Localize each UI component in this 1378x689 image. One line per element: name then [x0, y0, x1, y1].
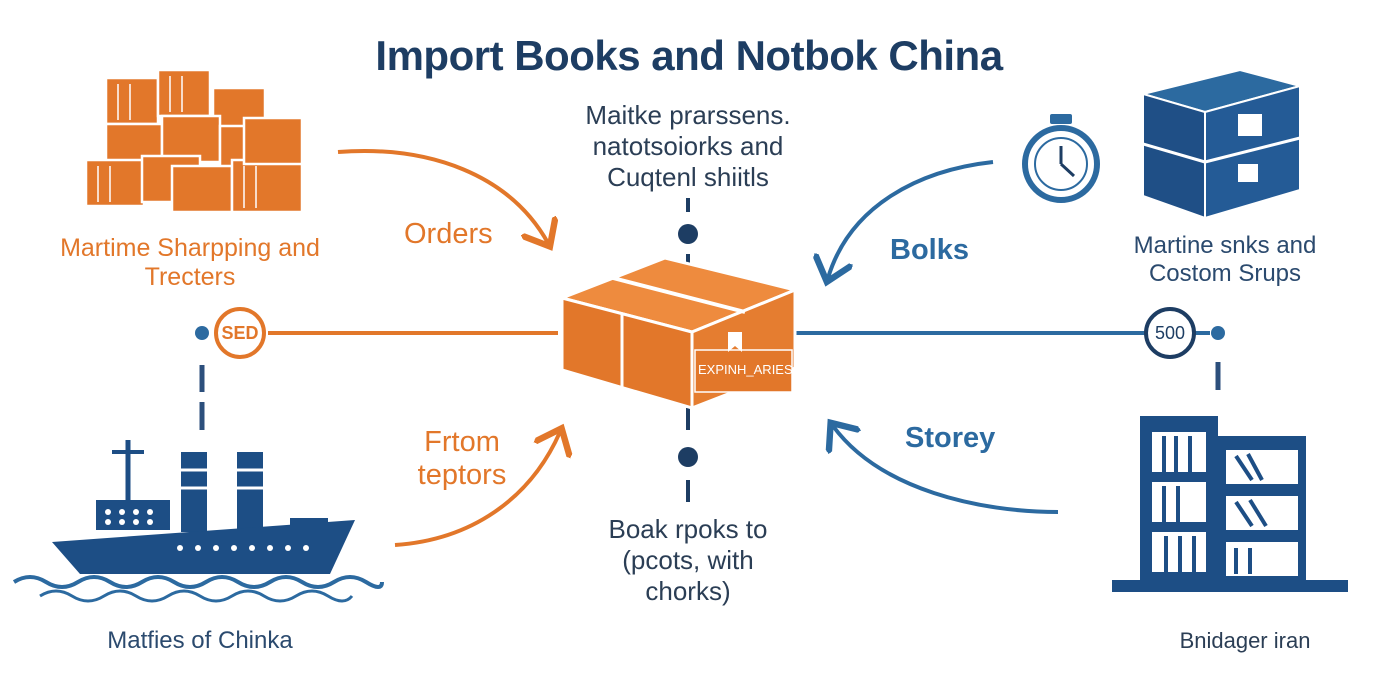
bottom-center-line-3: chorks) — [645, 576, 731, 607]
center-bottom-connector — [678, 408, 698, 502]
box-label: EXPINH_ARIES — [698, 362, 793, 377]
orders-arrow — [337, 149, 548, 243]
stacked-crates-icon — [84, 68, 304, 214]
right-top-caption-line-1: Martine snks and — [1133, 232, 1317, 259]
top-center-line-3: Cuqtenl shiitls — [607, 162, 769, 193]
package-box-icon — [557, 256, 800, 411]
bottom-center-line-1: Boak rpoks to — [608, 514, 768, 544]
left-top-caption-line-1: Martime Sharpping and — [60, 234, 320, 262]
crate-slats — [97, 76, 257, 208]
page-title: Import Books and Notbok China — [375, 32, 1003, 79]
bottom-center-text: Boak rpoks to (pcots, with chorks) — [548, 514, 828, 608]
stopwatch-icon — [1022, 114, 1100, 203]
left-top-caption-line-2: Trecters — [144, 262, 236, 291]
from-teptors-line-1: Frtom — [424, 426, 500, 458]
top-center-line-1: Maitke prarssens. — [585, 100, 791, 130]
left-bottom-caption: Matfies of Chinka — [107, 627, 293, 654]
right-bottom-caption: Bnidager iran — [1179, 628, 1311, 653]
cargo-ship-icon — [12, 440, 384, 603]
right-badge-text: 500 — [1154, 323, 1186, 343]
storey-arrow — [833, 426, 1059, 514]
from-teptors-line-2: teptors — [417, 459, 507, 492]
bolks-label: Bolks — [890, 234, 969, 266]
bookshelf-building-icon — [1112, 416, 1348, 592]
left-badge-text: SED — [221, 323, 259, 343]
right-top-caption-line-2: Costom Srups — [1148, 259, 1302, 287]
right-badge — [1144, 307, 1196, 359]
from-teptors-label: Frtom teptors — [392, 426, 532, 493]
from-teptors-arrow — [394, 432, 560, 547]
orders-label: Orders — [404, 218, 493, 250]
right-badge-dot — [1211, 326, 1225, 340]
top-center-line-2: natotsoiorks and — [592, 131, 784, 162]
left-dashed-connector — [195, 326, 209, 430]
top-center-text: Maitke prarssens. natotsoiorks and Cuqte… — [518, 100, 858, 194]
right-top-caption: Martine snks and Costom Srups — [1100, 232, 1350, 287]
left-top-caption: Martime Sharpping and Trecters — [20, 234, 360, 292]
bottom-center-line-2: (pcots, with — [622, 545, 754, 576]
center-top-connector — [678, 198, 698, 268]
left-badge — [214, 307, 266, 359]
storey-label: Storey — [905, 422, 996, 454]
bolks-arrow — [828, 160, 994, 278]
blue-crates-icon — [1139, 68, 1304, 220]
